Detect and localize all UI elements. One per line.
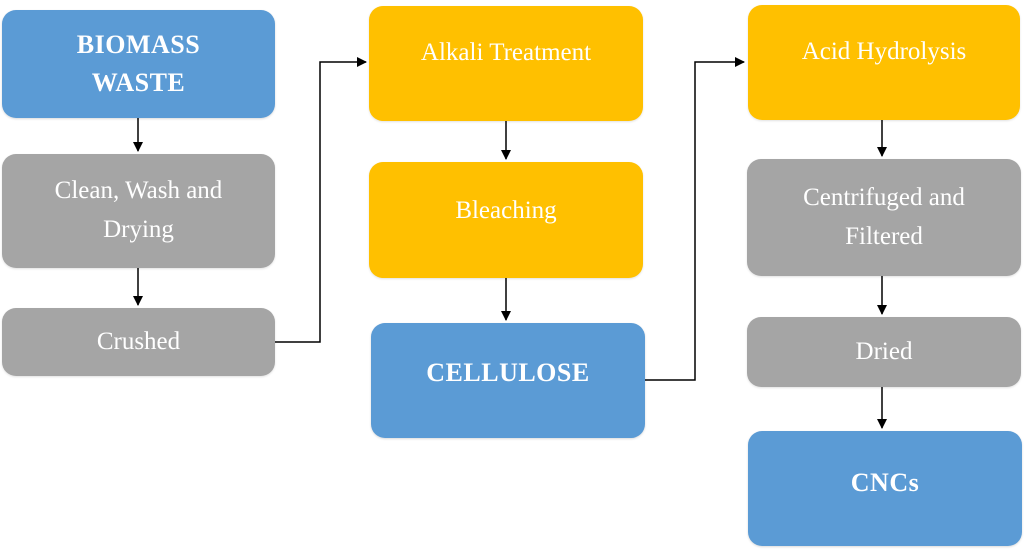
biomass-waste-box: BIOMASS WASTE [2,10,275,118]
dried-box: Dried [747,317,1021,387]
cncs-box: CNCs [748,431,1022,546]
cellulose-box: CELLULOSE [371,323,645,438]
clean-wash-drying-box: Clean, Wash and Drying [2,154,275,268]
crushed-box: Crushed [2,308,275,376]
arrow-crushed-to-alkali [275,57,367,343]
alkali-treatment-box: Alkali Treatment [369,6,643,121]
arrow-cellulose-to-acid [645,57,745,381]
bleaching-box: Bleaching [369,162,643,278]
acid-hydrolysis-box: Acid Hydrolysis [748,5,1020,120]
centrifuged-filtered-box: Centrifuged and Filtered [747,159,1021,276]
